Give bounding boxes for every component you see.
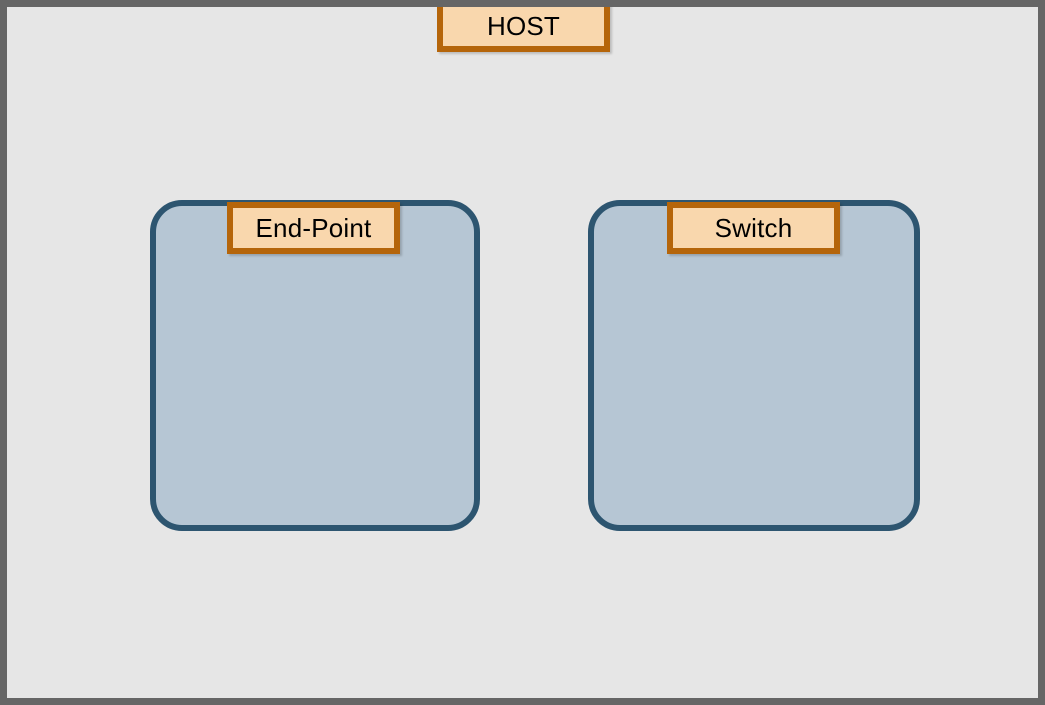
end-point-label[interactable]: End-Point bbox=[227, 202, 400, 254]
switch-container[interactable] bbox=[588, 200, 920, 531]
switch-label[interactable]: Switch bbox=[667, 202, 840, 254]
host-label[interactable]: HOST bbox=[437, 7, 610, 52]
